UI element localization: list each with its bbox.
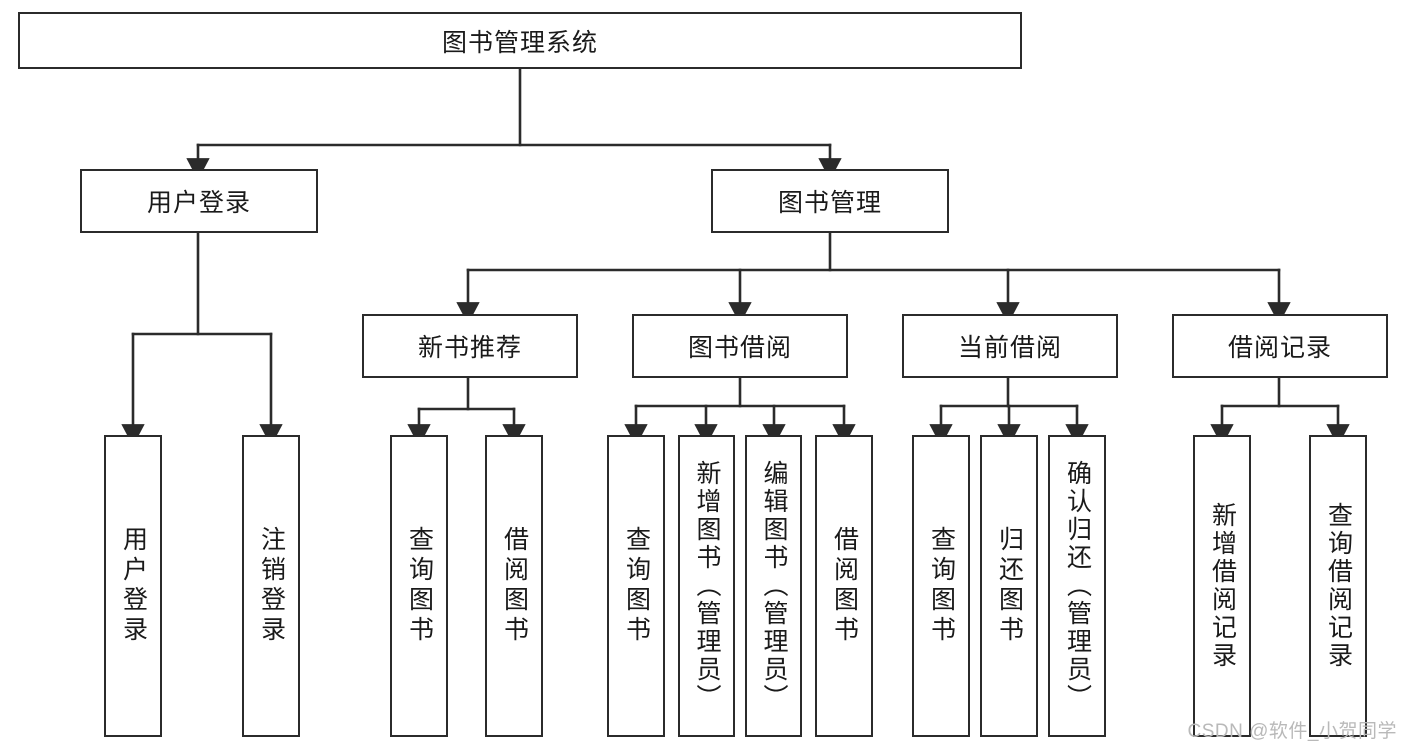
node-new-book-recommend[interactable]: 新书推荐 [362, 314, 578, 378]
node-root[interactable]: 图书管理系统 [18, 12, 1022, 69]
node-user-login-label: 用户登录 [146, 189, 251, 217]
leaf-logout-label: 注销登录 [257, 526, 286, 646]
leaf-confirm-return-admin[interactable]: 确认归还（管理员） [1048, 435, 1106, 737]
node-borrow-record-label: 借阅记录 [1227, 334, 1332, 362]
leaf-query-book-3[interactable]: 查询图书 [912, 435, 970, 737]
leaf-borrow-book-1-label: 借阅图书 [500, 526, 529, 646]
leaf-query-borrow-record-label: 查询借阅记录 [1324, 502, 1353, 670]
node-book-borrow[interactable]: 图书借阅 [632, 314, 848, 378]
leaf-add-book-admin[interactable]: 新增图书（管理员） [678, 435, 735, 737]
node-current-borrow[interactable]: 当前借阅 [902, 314, 1118, 378]
leaf-borrow-book-1[interactable]: 借阅图书 [485, 435, 543, 737]
leaf-borrow-book-2-label: 借阅图书 [830, 526, 859, 646]
leaf-user-login[interactable]: 用户登录 [104, 435, 162, 737]
leaf-query-book-2[interactable]: 查询图书 [607, 435, 665, 737]
leaf-query-book-1-label: 查询图书 [405, 526, 434, 646]
leaf-borrow-book-2[interactable]: 借阅图书 [815, 435, 873, 737]
leaf-return-book[interactable]: 归还图书 [980, 435, 1038, 737]
leaf-confirm-return-admin-label: 确认归还（管理员） [1063, 460, 1092, 712]
node-borrow-record[interactable]: 借阅记录 [1172, 314, 1388, 378]
leaf-query-book-2-label: 查询图书 [622, 526, 651, 646]
leaf-edit-book-admin[interactable]: 编辑图书（管理员） [745, 435, 802, 737]
leaf-add-borrow-record-label: 新增借阅记录 [1208, 502, 1237, 670]
leaf-logout[interactable]: 注销登录 [242, 435, 300, 737]
node-book-borrow-label: 图书借阅 [687, 334, 792, 362]
node-current-borrow-label: 当前借阅 [957, 334, 1062, 362]
leaf-add-book-admin-label: 新增图书（管理员） [693, 460, 721, 712]
leaf-add-borrow-record[interactable]: 新增借阅记录 [1193, 435, 1251, 737]
leaf-user-login-label: 用户登录 [119, 526, 148, 646]
leaf-return-book-label: 归还图书 [995, 526, 1024, 646]
node-book-manage-label: 图书管理 [777, 189, 882, 217]
leaf-query-book-3-label: 查询图书 [927, 526, 956, 646]
node-book-manage[interactable]: 图书管理 [711, 169, 949, 233]
leaf-edit-book-admin-label: 编辑图书（管理员） [760, 460, 788, 712]
node-root-label: 图书管理系统 [441, 28, 598, 57]
leaf-query-book-1[interactable]: 查询图书 [390, 435, 448, 737]
node-new-book-recommend-label: 新书推荐 [417, 334, 522, 362]
node-user-login[interactable]: 用户登录 [80, 169, 318, 233]
leaf-query-borrow-record[interactable]: 查询借阅记录 [1309, 435, 1367, 737]
watermark-text: CSDN @软件_小贺同学 [1187, 721, 1397, 742]
